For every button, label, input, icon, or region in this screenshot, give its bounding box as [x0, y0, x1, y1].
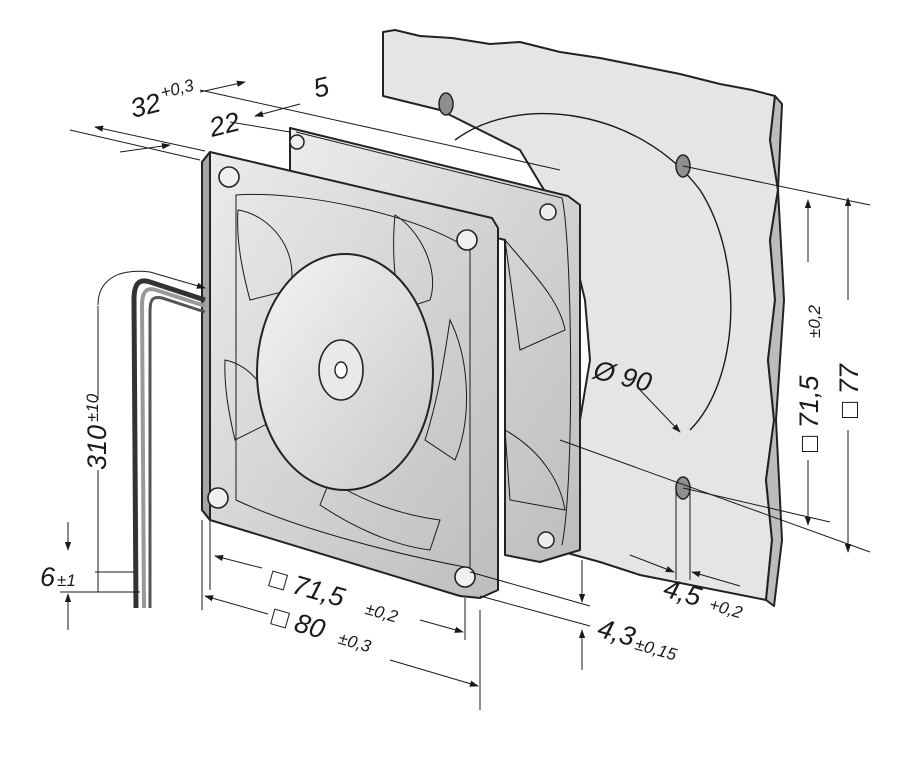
- strip-length-value: 6: [40, 562, 56, 592]
- flange-hole-icon: [289, 134, 305, 150]
- depth-total-value: 32: [127, 87, 163, 123]
- cable-length-value: 310: [82, 425, 112, 470]
- depth-body-value: 22: [205, 106, 242, 143]
- mounting-hole-icon: [207, 487, 229, 509]
- panel-hole-pitch-tolerance: ±0,2: [805, 304, 824, 338]
- mounting-hole-icon: [456, 229, 478, 251]
- flange-thickness-value: 4,3: [594, 613, 638, 652]
- flange-thickness-tolerance: ±0,15: [633, 635, 680, 665]
- frame-size-tolerance: ±0,3: [336, 629, 373, 657]
- lead-wires: [131, 278, 206, 609]
- frame-size-value: □ 80: [268, 601, 328, 645]
- hole-pitch-front-tolerance: ±0,2: [363, 599, 400, 626]
- depth-total-tolerance: +0,3: [158, 76, 196, 103]
- mounting-hole-icon: [454, 566, 476, 588]
- flange-hole-icon: [539, 203, 557, 221]
- panel-hole-pitch-value: □ 71,5: [794, 375, 824, 452]
- fan-front-frame: [201, 151, 499, 599]
- panel-hole-icon: [438, 92, 454, 116]
- cable-length-tolerance: ±10: [83, 393, 102, 422]
- hole-diameter-tolerance: +0,2: [707, 595, 745, 623]
- strip-length-tolerance: ±1: [57, 571, 76, 590]
- panel-size-value: □ 77: [834, 363, 864, 418]
- depth-flange-value: 5: [310, 71, 333, 104]
- dimension-lines: [60, 80, 871, 710]
- fan-rear-flange: [289, 127, 581, 563]
- mounting-hole-icon: [218, 166, 240, 188]
- flange-hole-icon: [537, 531, 555, 549]
